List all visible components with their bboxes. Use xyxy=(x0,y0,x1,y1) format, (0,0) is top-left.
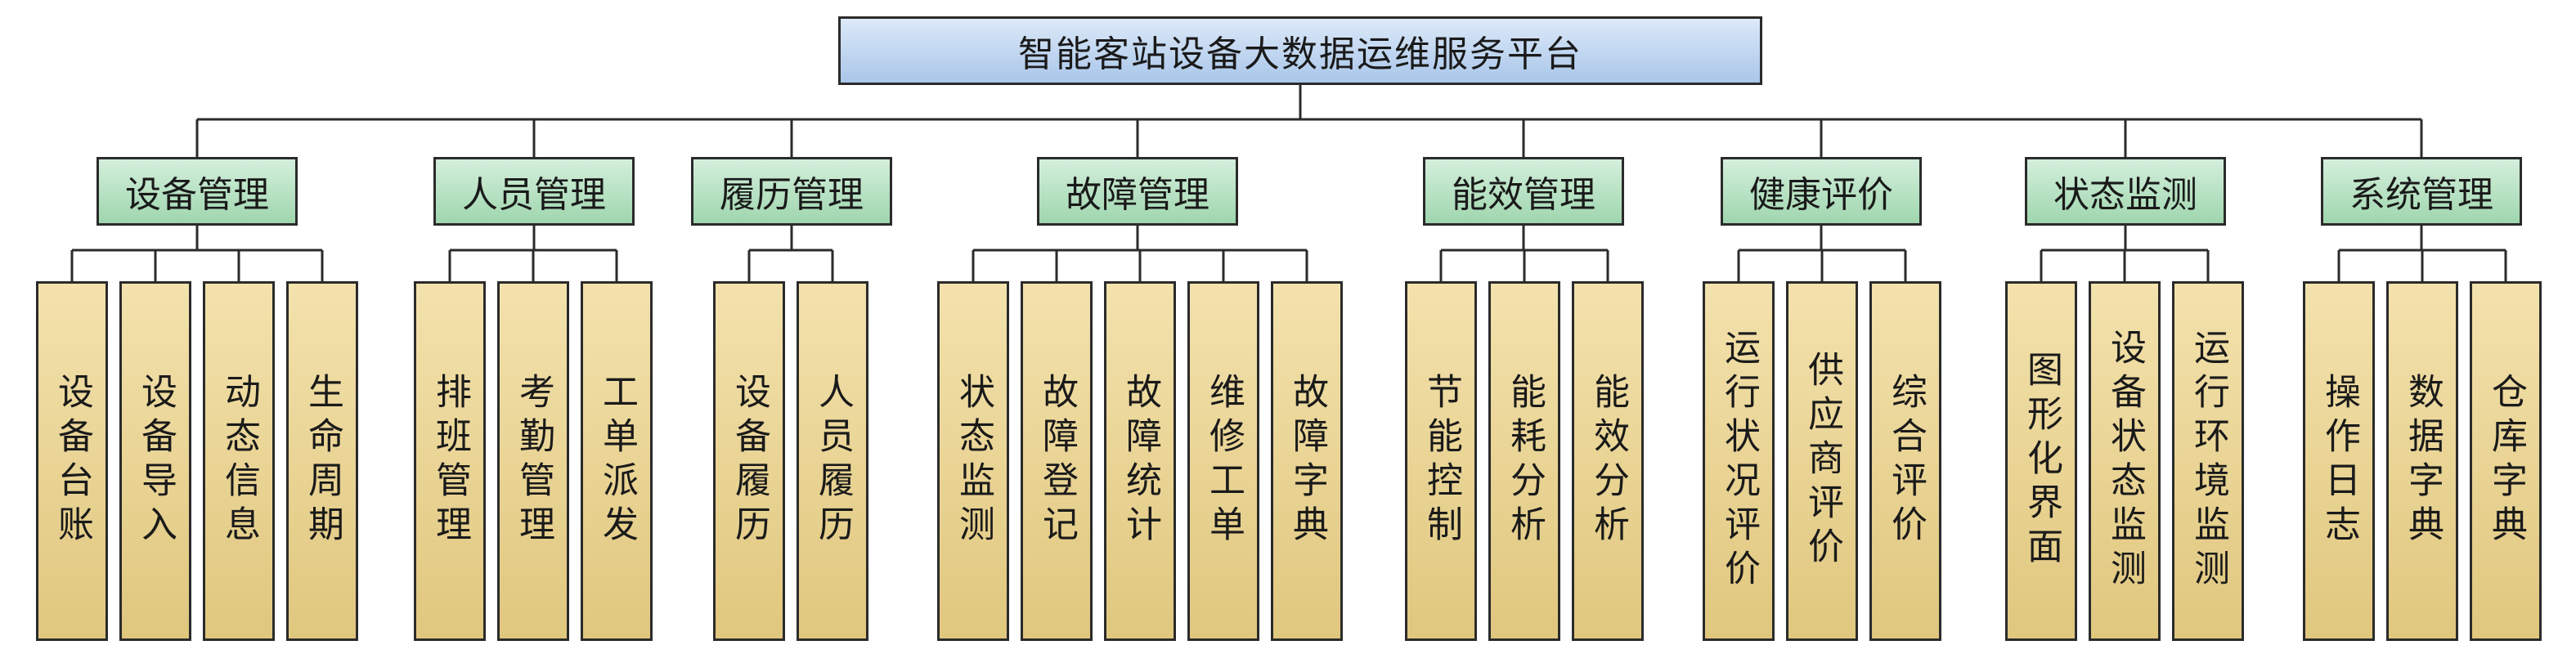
leaf-item: 运行环境监测 xyxy=(2172,281,2244,641)
leaf-item: 数据字典 xyxy=(2386,281,2458,641)
leaf-item: 操作日志 xyxy=(2303,281,2375,641)
leaf-item: 供应商评价 xyxy=(1786,281,1858,641)
leaf-item: 节能控制 xyxy=(1405,281,1477,641)
category-fault-management: 故障管理 xyxy=(1037,157,1238,226)
category-system-management: 系统管理 xyxy=(2321,157,2522,226)
leaf-item: 设备台账 xyxy=(36,281,108,641)
category-status-monitoring: 状态监测 xyxy=(2025,157,2226,226)
leaf-item: 故障统计 xyxy=(1104,281,1176,641)
leaf-item: 工单派发 xyxy=(581,281,653,641)
category-energy-efficiency-management: 能效管理 xyxy=(1423,157,1624,226)
leaf-item: 考勤管理 xyxy=(497,281,569,641)
leaf-item: 设备状态监测 xyxy=(2089,281,2161,641)
leaf-item: 维修工单 xyxy=(1187,281,1259,641)
leaf-item: 图形化界面 xyxy=(2005,281,2077,641)
leaf-item: 设备履历 xyxy=(713,281,785,641)
category-equipment-management: 设备管理 xyxy=(96,157,298,226)
leaf-item: 状态监测 xyxy=(937,281,1009,641)
category-history-management: 履历管理 xyxy=(691,157,892,226)
leaf-item: 动态信息 xyxy=(203,281,275,641)
category-personnel-management: 人员管理 xyxy=(433,157,635,226)
leaf-item: 人员履历 xyxy=(797,281,868,641)
leaf-item: 仓库字典 xyxy=(2470,281,2542,641)
leaf-item: 运行状况评价 xyxy=(1703,281,1775,641)
leaf-item: 能效分析 xyxy=(1572,281,1644,641)
platform-title: 智能客站设备大数据运维服务平台 xyxy=(838,16,1762,85)
leaf-item: 设备导入 xyxy=(119,281,191,641)
leaf-item: 故障登记 xyxy=(1021,281,1093,641)
leaf-item: 故障字典 xyxy=(1271,281,1343,641)
leaf-item: 生命周期 xyxy=(286,281,358,641)
leaf-item: 排班管理 xyxy=(414,281,486,641)
leaf-item: 能耗分析 xyxy=(1488,281,1560,641)
category-health-evaluation: 健康评价 xyxy=(1721,157,1922,226)
leaf-item: 综合评价 xyxy=(1869,281,1941,641)
